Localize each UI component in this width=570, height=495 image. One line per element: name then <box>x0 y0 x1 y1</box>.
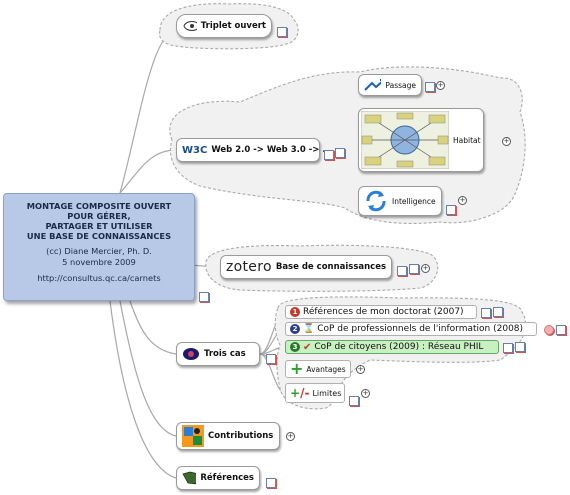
topic-references[interactable]: Références <box>176 466 260 490</box>
base-note-icon-2[interactable] <box>409 264 419 274</box>
checkmark-icon: ✔ <box>303 341 312 353</box>
topic-web-label: Web 2.0 -> Web 3.0 -> ... <box>211 145 333 155</box>
limites-note-icon[interactable] <box>349 396 359 406</box>
passage-expand-button[interactable]: + <box>436 81 445 90</box>
case-1-note-icon-2[interactable] <box>493 307 503 317</box>
case-limites[interactable]: +/- Limites <box>285 383 345 403</box>
avantages-expand-button[interactable]: + <box>356 365 365 374</box>
central-date: 5 novembre 2009 <box>62 256 136 267</box>
number-2-badge: 2 <box>290 324 300 334</box>
case-2-flag-icon[interactable] <box>544 325 554 335</box>
central-author: (cc) Diane Mercier, Ph. D. <box>46 246 152 256</box>
case-3-note-icon-1[interactable] <box>503 343 513 353</box>
case-2-note-icon[interactable] <box>556 325 566 335</box>
case-ref-doctorat-label: Références de mon doctorat (2007) <box>303 307 464 317</box>
zotero-logo: zotero <box>226 259 272 275</box>
central-title-line2: POUR GÉRER, <box>67 211 131 221</box>
w3c-icon: W3C <box>182 144 208 156</box>
trend-arrow-icon <box>364 79 382 91</box>
topic-contributions[interactable]: Contributions <box>176 422 280 450</box>
topic-trois-cas-label: Trois cas <box>204 349 246 359</box>
central-note-icon[interactable] <box>199 292 209 302</box>
case-ref-doctorat[interactable]: 1 Références de mon doctorat (2007) <box>285 305 477 319</box>
central-title-line4: UNE BASE DE CONNAISSANCES <box>26 231 172 241</box>
case-cop-citoyens[interactable]: 3 ✔ CoP de citoyens (2009) : Réseau PHIL <box>285 340 499 354</box>
topic-base-connaissances[interactable]: zotero Base de connaissances <box>220 255 392 279</box>
trois-cas-note-icon[interactable] <box>266 354 276 364</box>
case-cop-citoyens-label: CoP de citoyens (2009) : Réseau PHIL <box>314 342 484 352</box>
eye-icon <box>183 348 199 360</box>
case-avantages-label: Avantages <box>306 364 346 374</box>
plus-green-icon: + <box>290 359 304 378</box>
refresh-icon <box>366 190 386 212</box>
number-1-badge: 1 <box>290 307 300 317</box>
topic-intelligence-label: Intelligence <box>392 196 436 206</box>
topic-passage[interactable]: Passage <box>358 74 422 96</box>
topic-web[interactable]: W3C Web 2.0 -> Web 3.0 -> ... <box>176 138 332 162</box>
topic-habitat[interactable]: Habitat <box>358 108 484 172</box>
topic-habitat-label: Habitat <box>453 135 481 145</box>
hourglass-icon: ⌛ <box>303 324 315 334</box>
central-title-line1: MONTAGE COMPOSITE OUVERT <box>26 201 172 211</box>
central-topic[interactable]: MONTAGE COMPOSITE OUVERT POUR GÉRER, PAR… <box>3 193 195 301</box>
topic-triplet-label: Triplet ouvert <box>200 21 266 31</box>
case-1-note-icon-1[interactable] <box>481 308 491 318</box>
case-limites-label: Limites <box>312 388 342 398</box>
topic-passage-label: Passage <box>385 80 416 90</box>
central-url[interactable]: http://consultus.qc.ca/carnets <box>37 273 161 283</box>
topic-intelligence[interactable]: Intelligence <box>358 186 442 216</box>
contributions-expand-button[interactable]: + <box>286 432 295 441</box>
case-cop-pro[interactable]: 2 ⌛ CoP de professionnels de l'informati… <box>285 322 537 336</box>
topic-references-label: Références <box>200 473 254 483</box>
topic-trois-cas[interactable]: Trois cas <box>176 342 260 366</box>
habitat-diagram-image <box>361 111 449 169</box>
intelligence-expand-button[interactable]: + <box>458 196 467 205</box>
triplet-note-icon[interactable] <box>277 27 287 37</box>
references-note-icon[interactable] <box>266 478 276 488</box>
web-note-icon-1[interactable] <box>324 150 334 160</box>
central-title-line3: PARTAGER ET UTILISER <box>45 221 153 231</box>
passage-note-icon[interactable] <box>425 82 435 92</box>
base-note-icon-1[interactable] <box>397 266 407 276</box>
limites-expand-button[interactable]: + <box>361 389 370 398</box>
topic-triplet-ouvert[interactable]: Triplet ouvert <box>176 14 272 38</box>
web-note-icon-2[interactable] <box>335 148 345 158</box>
intelligence-note-icon[interactable] <box>446 205 456 215</box>
base-expand-button[interactable]: + <box>421 264 430 273</box>
contributions-icon <box>182 425 204 447</box>
case-avantages[interactable]: + Avantages <box>285 360 351 378</box>
topic-contributions-label: Contributions <box>208 431 274 441</box>
topic-base-label: Base de connaissances <box>275 262 387 272</box>
habitat-expand-button[interactable]: + <box>502 137 511 146</box>
plus-minus-icon: +/- <box>290 386 310 400</box>
case-cop-pro-label: CoP de professionnels de l'information (… <box>317 324 524 334</box>
case-3-note-icon-2[interactable] <box>515 342 525 352</box>
triplet-icon <box>183 21 197 31</box>
book-icon <box>182 471 197 485</box>
number-3-badge: 3 <box>290 342 300 352</box>
